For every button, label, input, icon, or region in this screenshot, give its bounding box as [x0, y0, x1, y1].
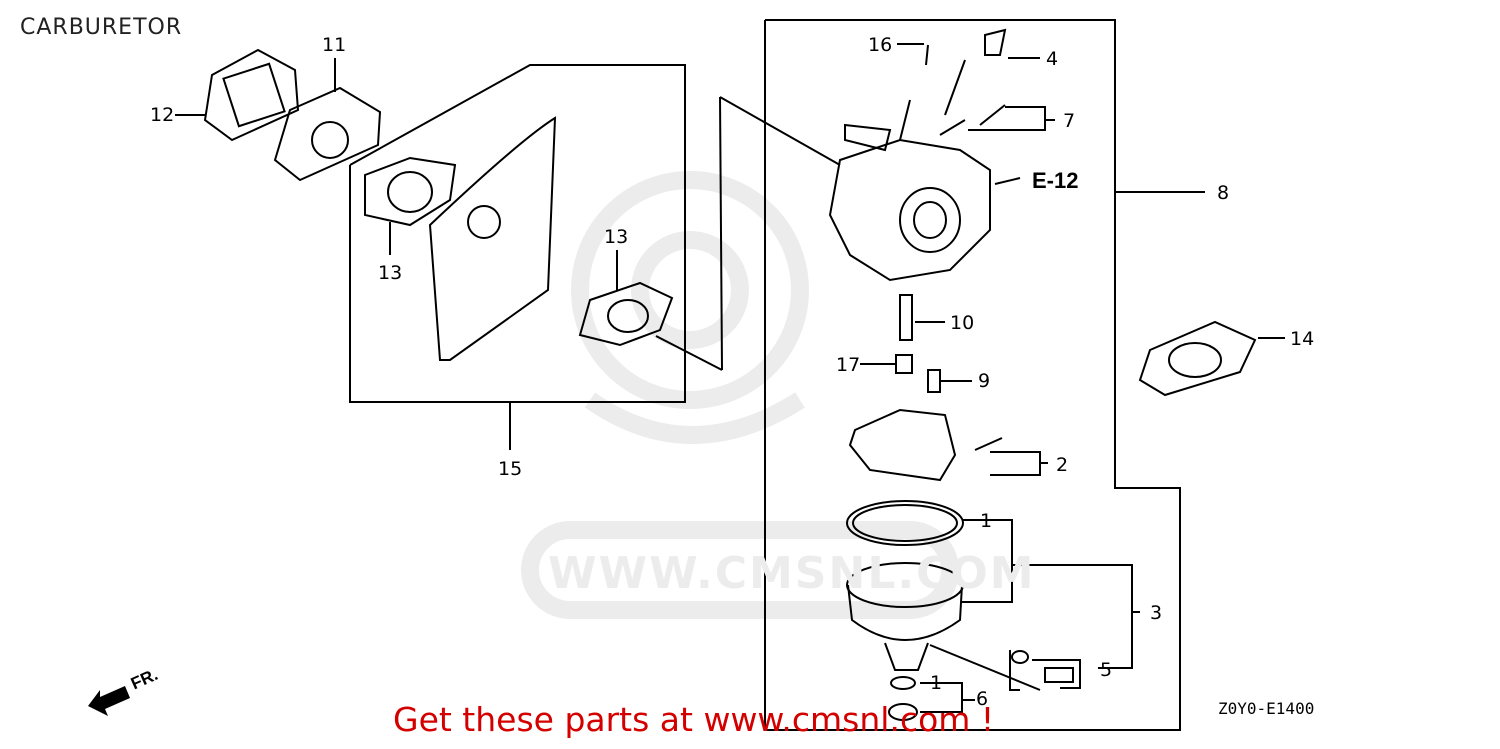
gasket-12	[203, 48, 300, 142]
washer-5	[1011, 650, 1029, 664]
jet-10	[899, 294, 913, 341]
callout-2: 2	[1056, 454, 1069, 476]
insulator-frame	[349, 64, 686, 403]
watermark-text: WWW.CMSNL.COM	[548, 548, 1036, 599]
callout-9: 9	[978, 370, 991, 392]
page-title: CARBURETOR	[20, 15, 183, 40]
cap-4	[984, 28, 1007, 56]
callout-5: 5	[1100, 659, 1113, 681]
screw-7	[979, 104, 1006, 126]
washer-1	[890, 676, 916, 690]
gasket-13-right	[578, 281, 674, 347]
screw-9	[927, 369, 941, 393]
callout-4: 4	[1046, 48, 1059, 70]
insulator-11	[273, 86, 382, 182]
screw-5	[1044, 667, 1074, 683]
front-direction-arrow	[88, 686, 130, 716]
callout-12: 12	[150, 104, 175, 126]
callout-15: 15	[498, 458, 523, 480]
callout-8: 8	[1217, 182, 1230, 204]
callout-6: 6	[976, 688, 989, 710]
leader-line	[719, 96, 841, 166]
gasket-14	[1138, 320, 1257, 397]
callout-1-upper: 1	[980, 510, 993, 532]
callout-7: 7	[1063, 110, 1076, 132]
callout-13-right: 13	[604, 226, 629, 248]
gasket-13-left	[364, 156, 457, 227]
float-bowl	[847, 584, 963, 641]
callout-14: 14	[1290, 328, 1315, 350]
screw-16	[925, 44, 929, 66]
leader-line	[719, 96, 723, 371]
o-ring-1	[846, 500, 964, 546]
callout-10: 10	[950, 312, 975, 334]
carburetor-body	[828, 138, 991, 282]
callout-17: 17	[836, 354, 861, 376]
promo-link[interactable]: Get these parts at www.cmsnl.com !	[393, 700, 995, 739]
callout-13-left: 13	[378, 262, 403, 284]
callout-11: 11	[322, 34, 347, 56]
float	[848, 408, 957, 482]
heat-plate	[428, 116, 557, 361]
leader-line	[655, 335, 723, 371]
assembly-frame	[764, 19, 1181, 731]
bolt-6	[888, 703, 918, 721]
watermark-logo	[521, 171, 959, 619]
callout-16: 16	[868, 34, 893, 56]
jet-17	[895, 354, 913, 374]
callout-1-lower: 1	[930, 672, 943, 694]
diagram-code: Z0Y0-E1400	[1218, 699, 1315, 718]
callout-3: 3	[1150, 602, 1163, 624]
reference-label: E-12	[1032, 168, 1079, 193]
